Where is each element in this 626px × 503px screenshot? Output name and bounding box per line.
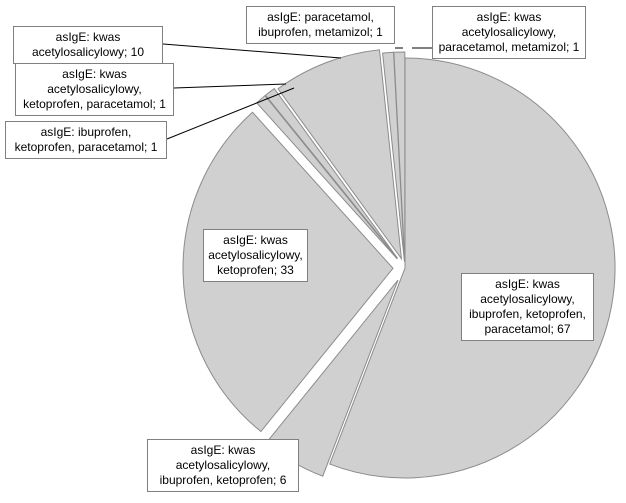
pie-slice-4 bbox=[264, 87, 399, 259]
slice-label-aspirin-ketoprofen: asIgE: kwas acetylosalicylowy, ketoprofe… bbox=[203, 229, 308, 282]
label-line: acetylosalicylowy, bbox=[480, 292, 575, 306]
label-line: acetylosalicylowy; 10 bbox=[31, 45, 145, 59]
leader-line-slice-5 bbox=[162, 43, 342, 59]
pie-slice-5 bbox=[277, 49, 403, 261]
label-line: asIgE: kwas bbox=[223, 233, 288, 247]
label-line: acetylosalicylowy, bbox=[461, 25, 557, 39]
label-line: asIgE: kwas bbox=[190, 443, 256, 457]
label-line: ibuprofen, ketoprofen, bbox=[469, 307, 586, 321]
pie-slice-0 bbox=[329, 57, 616, 479]
slice-label-aspirin-ibuprofen-ketoprofen: asIgE: kwas acetylosalicylowy, ibuprofen… bbox=[147, 439, 299, 492]
slice-label-aspirin: asIgE: kwas acetylosalicylowy; 10 bbox=[13, 26, 163, 64]
label-line: asIgE: kwas bbox=[55, 30, 121, 44]
label-line: paracetamol, metamizol; 1 bbox=[438, 40, 580, 54]
label-line: asIgE: kwas bbox=[62, 67, 127, 81]
slice-label-paracetamol-ibuprofen-metamizol: asIgE: paracetamol, ibuprofen, metamizol… bbox=[246, 6, 395, 44]
label-line: acetylosalicylowy, bbox=[175, 458, 271, 472]
label-line: acetylosalicylowy, bbox=[47, 82, 142, 96]
label-line: asIgE: kwas bbox=[495, 277, 560, 291]
slice-label-aspirin-ibuprofen-ketoprofen-paracetamol: asIgE: kwas acetylosalicylowy, ibuprofen… bbox=[461, 273, 594, 341]
label-line: asIgE: kwas bbox=[476, 10, 542, 24]
pie-slice-7 bbox=[393, 51, 406, 263]
label-line: ibuprofen, ketoprofen; 6 bbox=[159, 473, 287, 487]
label-line: paracetamol; 67 bbox=[484, 322, 571, 336]
label-line: ketoprofen, paracetamol; 1 bbox=[23, 97, 166, 111]
leader-line-slice-3 bbox=[166, 87, 295, 140]
slice-label-ibuprofen-ketoprofen-paracetamol: asIgE: ibuprofen, ketoprofen, paracetamo… bbox=[5, 121, 167, 159]
label-line: ibuprofen, metamizol; 1 bbox=[258, 25, 383, 39]
leader-line-slice-4 bbox=[173, 83, 287, 89]
label-line: asIgE: ibuprofen, bbox=[40, 125, 132, 139]
label-line: ketoprofen; 33 bbox=[217, 263, 294, 277]
slice-label-aspirin-ketoprofen-paracetamol: asIgE: kwas acetylosalicylowy, ketoprofe… bbox=[15, 63, 174, 116]
slice-label-aspirin-paracetamol-metamizol: asIgE: kwas acetylosalicylowy, paracetam… bbox=[432, 6, 586, 59]
label-line: asIgE: paracetamol, bbox=[267, 10, 374, 24]
label-line: acetylosalicylowy, bbox=[208, 248, 303, 262]
label-line: ketoprofen, paracetamol; 1 bbox=[14, 140, 158, 154]
leader-lines bbox=[162, 43, 432, 140]
